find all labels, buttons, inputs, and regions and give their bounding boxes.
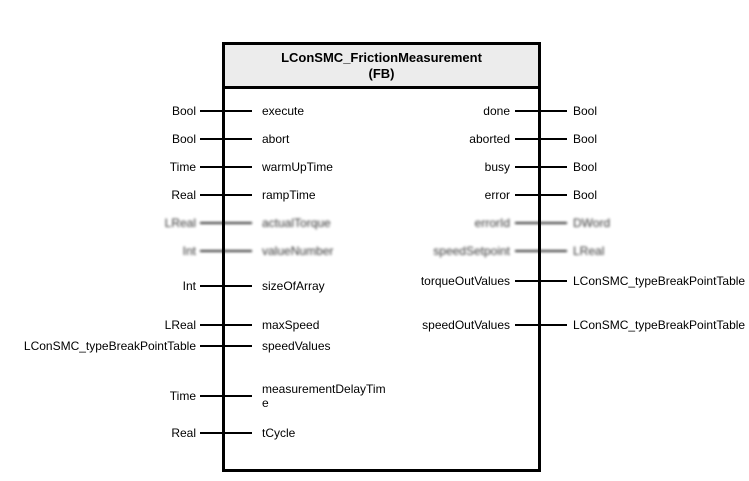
- output-pin-name: aborted: [469, 132, 510, 146]
- input-connector-line: [200, 395, 252, 397]
- function-block-header: LConSMC_FrictionMeasurement (FB): [222, 42, 541, 89]
- output-connector-line: [515, 324, 567, 326]
- input-type: Real: [171, 188, 196, 202]
- input-pin-name: maxSpeed: [262, 318, 320, 332]
- input-connector-line: [200, 285, 252, 287]
- input-connector-line: [200, 222, 252, 224]
- output-connector-line: [515, 166, 567, 168]
- input-connector-line: [200, 138, 252, 140]
- output-pin-name: speedOutValues: [422, 318, 510, 332]
- input-type: Int: [182, 279, 196, 293]
- output-type: LConSMC_typeBreakPointTable: [573, 274, 746, 288]
- input-pin-name: execute: [262, 104, 305, 118]
- output-pin-name: speedSetpoint: [433, 244, 510, 258]
- output-type: Bool: [573, 104, 598, 118]
- input-connector-line: [200, 110, 252, 112]
- output-connector-line: [515, 250, 567, 252]
- input-connector-line: [200, 250, 252, 252]
- input-pin-name: rampTime: [262, 188, 316, 202]
- output-pin-name: busy: [484, 160, 510, 174]
- output-pin-name: errorId: [474, 216, 510, 230]
- input-type: LReal: [164, 318, 196, 332]
- output-type: Bool: [573, 188, 598, 202]
- block-title: LConSMC_FrictionMeasurement: [281, 49, 482, 65]
- input-pin-name: sizeOfArray: [262, 279, 325, 293]
- input-type: Int: [182, 244, 196, 258]
- output-pin-name: torqueOutValues: [420, 274, 510, 288]
- output-type: Bool: [573, 132, 598, 146]
- input-type: LReal: [164, 216, 196, 230]
- output-connector-line: [515, 138, 567, 140]
- output-connector-line: [515, 110, 567, 112]
- input-connector-line: [200, 166, 252, 168]
- output-pin-name: error: [484, 188, 510, 202]
- output-connector-line: [515, 222, 567, 224]
- input-pin-name: measurementDelayTime: [262, 382, 386, 410]
- input-type: LConSMC_typeBreakPointTable: [23, 339, 196, 353]
- input-pin-name: valueNumber: [262, 244, 334, 258]
- input-connector-line: [200, 345, 252, 347]
- output-type: DWord: [573, 216, 611, 230]
- input-pin-name: actualTorque: [262, 216, 331, 230]
- input-pin-name: warmUpTime: [262, 160, 333, 174]
- input-pin-name: speedValues: [262, 339, 331, 353]
- input-pin-name: abort: [262, 132, 290, 146]
- output-connector-line: [515, 194, 567, 196]
- input-connector-line: [200, 324, 252, 326]
- input-pin-name: tCycle: [262, 426, 296, 440]
- output-type: Bool: [573, 160, 598, 174]
- output-type: LConSMC_typeBreakPointTable: [573, 318, 746, 332]
- input-type: Bool: [171, 104, 196, 118]
- output-type: LReal: [573, 244, 605, 258]
- input-type: Real: [171, 426, 196, 440]
- output-pin-name: done: [483, 104, 510, 118]
- output-connector-line: [515, 280, 567, 282]
- input-type: Time: [169, 389, 196, 403]
- input-connector-line: [200, 194, 252, 196]
- input-type: Bool: [171, 132, 196, 146]
- input-connector-line: [200, 432, 252, 434]
- input-type: Time: [169, 160, 196, 174]
- block-subtitle: (FB): [368, 65, 395, 81]
